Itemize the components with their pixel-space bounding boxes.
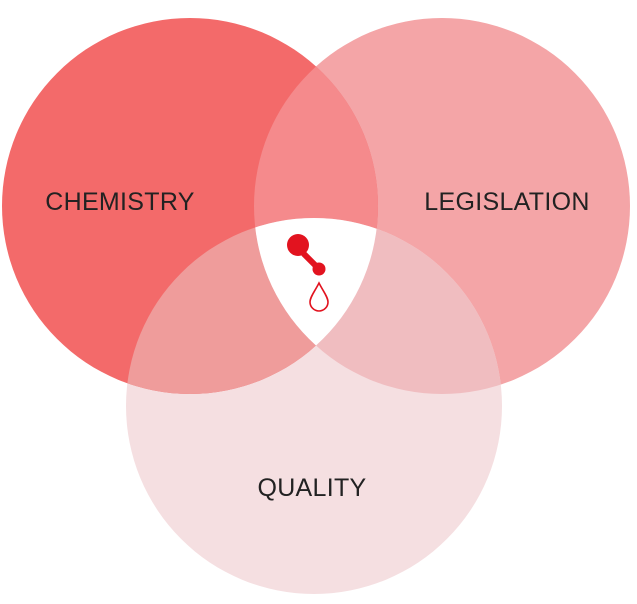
overlap-chemistry-quality: [126, 218, 378, 394]
molecule-drop-logo-icon: [287, 234, 329, 312]
molecule-bond-icon: [301, 251, 319, 269]
quality-label: QUALITY: [257, 474, 366, 502]
chemistry-label: CHEMISTRY: [45, 188, 195, 216]
water-drop-icon: [309, 281, 329, 312]
legislation-label: LEGISLATION: [424, 188, 589, 216]
overlap-legislation-quality: [254, 218, 502, 394]
molecule-small-atom-icon: [312, 262, 326, 276]
molecule-large-atom-icon: [287, 234, 309, 256]
